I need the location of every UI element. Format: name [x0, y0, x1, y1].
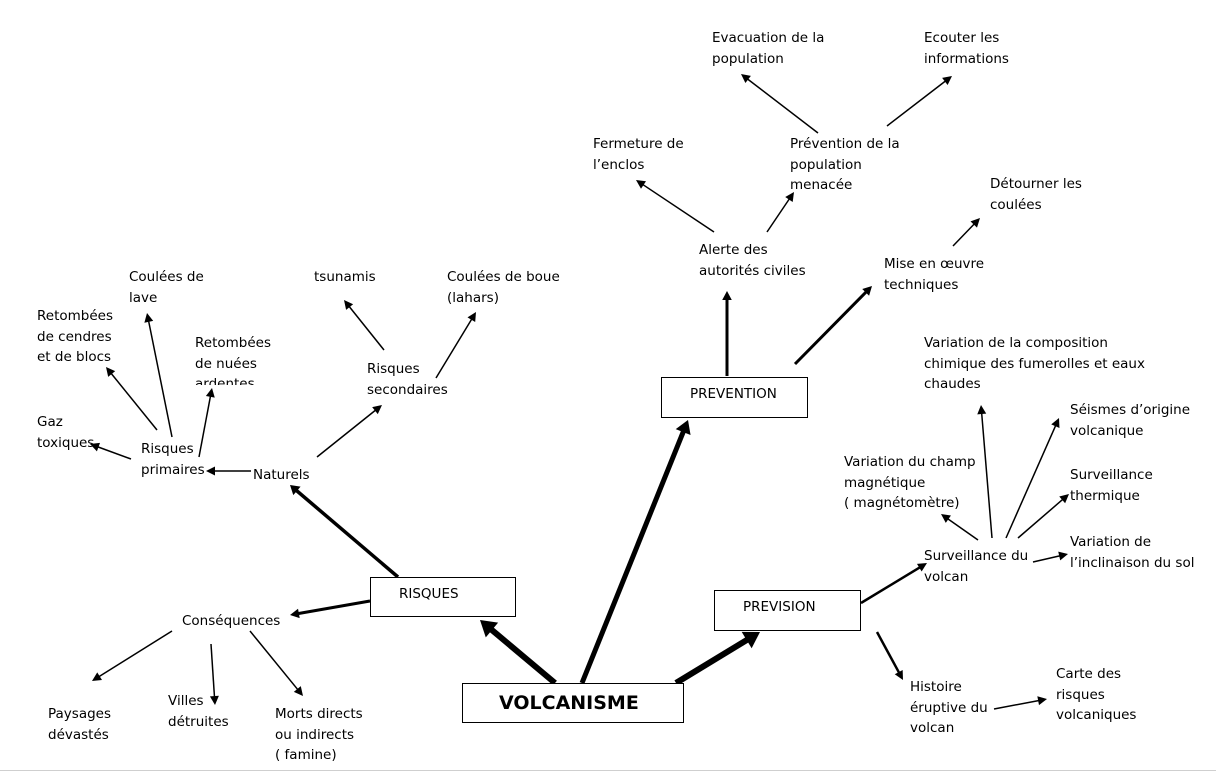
arrow-prevention-mise-en-oeuvre — [793, 286, 872, 366]
arrow-prevention-pop-ecouter — [886, 76, 952, 127]
arrow-surveillance-composition — [977, 405, 993, 539]
carte-label: Carte des risques volcaniques — [1056, 666, 1137, 723]
arrow-primaires-cendres — [106, 367, 158, 431]
fermeture-label: Fermeture de l’enclos — [593, 136, 684, 173]
detourner-label: Détourner les coulées — [990, 176, 1082, 213]
paysages-label: Paysages dévastés — [48, 706, 112, 743]
arrow-consequences-morts — [249, 630, 303, 696]
prevention-pop-label: Prévention de la population menacée — [790, 136, 900, 193]
arrow-surveillance-magnetique — [941, 514, 979, 541]
arrow-alerte-fermeture — [636, 180, 715, 233]
arrow-risques-consequences — [290, 599, 371, 619]
arrow-surveillance-inclinaison — [1032, 551, 1068, 563]
arrow-volcanisme-risques — [480, 620, 557, 686]
gaz-toxiques-label: Gaz toxiques — [37, 414, 95, 451]
risques-primaires-label: Risques primaires — [141, 441, 205, 478]
tsunamis-label: tsunamis — [314, 269, 376, 285]
arrow-alerte-prevention-pop — [766, 192, 794, 233]
arrow-naturels-secondaires — [316, 405, 382, 458]
arrow-consequences-paysages — [92, 630, 173, 681]
prevision-label: PREVISION — [743, 599, 816, 615]
alerte-label: Alerte des autorités civiles — [699, 242, 806, 279]
prevention-box: PREVENTION — [661, 377, 808, 418]
arrow-histoire-carte — [993, 696, 1047, 710]
arrow-prevention-alerte — [722, 291, 732, 376]
arrow-primaires-gaz — [90, 442, 132, 460]
coulees-boue-label: Coulées de boue (lahars) — [447, 269, 560, 306]
arrow-consequences-villes — [209, 643, 219, 705]
consequences-label: Conséquences — [182, 613, 281, 629]
inclinaison-label: Variation de l’inclinaison du sol — [1070, 534, 1195, 571]
arrow-surveillance-seismes — [1005, 418, 1060, 539]
surveillance-label: Surveillance du volcan — [924, 548, 1029, 585]
volcanisme-label: VOLCANISME — [499, 692, 639, 714]
morts-label: Morts directs ou indirects ( famine) — [275, 706, 363, 763]
seismes-label: Séismes d’origine volcanique — [1070, 402, 1191, 439]
naturels-label: Naturels — [253, 467, 310, 483]
arrow-surveillance-thermique — [1017, 494, 1069, 539]
arrow-secondaires-tsunamis — [344, 300, 385, 351]
champ-magnetique-label: Variation du champ magnétique ( magnétom… — [844, 454, 976, 511]
mise-en-oeuvre-label: Mise en œuvre techniques — [884, 256, 985, 293]
volcanisme-box: VOLCANISME — [462, 683, 684, 723]
surveillance-thermique-label: Surveillance thermique — [1070, 467, 1153, 504]
risques-label: RISQUES — [399, 586, 459, 602]
variation-composition-label: Variation de la composition chimique des… — [924, 335, 1145, 392]
page-bottom-rule — [0, 770, 1216, 771]
coulees-lave-label: Coulées de lave — [129, 269, 204, 306]
villes-label: Villes détruites — [168, 693, 229, 730]
arrow-secondaires-coulees-boue — [435, 312, 476, 379]
arrow-volcanisme-prevention — [579, 420, 691, 684]
prevision-box: PREVISION — [714, 590, 861, 631]
prevention-label: PREVENTION — [690, 386, 777, 402]
histoire-label: Histoire éruptive du volcan — [910, 679, 988, 736]
arrow-volcanisme-prevision — [674, 631, 760, 686]
retombees-nuees-label: Retombées de nuées ardentes — [195, 335, 271, 385]
arrow-prevision-surveillance — [860, 563, 927, 605]
risques-secondaires-label: Risques secondaires — [367, 361, 448, 398]
arrow-naturels-primaires — [206, 466, 251, 476]
retombees-cendres-label: Retombées de cendres et de blocs — [37, 308, 113, 365]
arrow-prevention-pop-evacuation — [741, 74, 819, 134]
arrow-prevision-histoire — [875, 631, 903, 680]
evacuation-label: Evacuation de la population — [712, 30, 825, 67]
risques-box: RISQUES — [370, 577, 516, 617]
arrow-primaires-nuees — [198, 388, 215, 458]
arrow-risques-naturels — [290, 485, 400, 579]
ecouter-label: Ecouter les informations — [924, 30, 1009, 67]
arrow-primaires-coulees-lave — [144, 313, 173, 438]
arrow-mise-detourner — [952, 218, 980, 247]
